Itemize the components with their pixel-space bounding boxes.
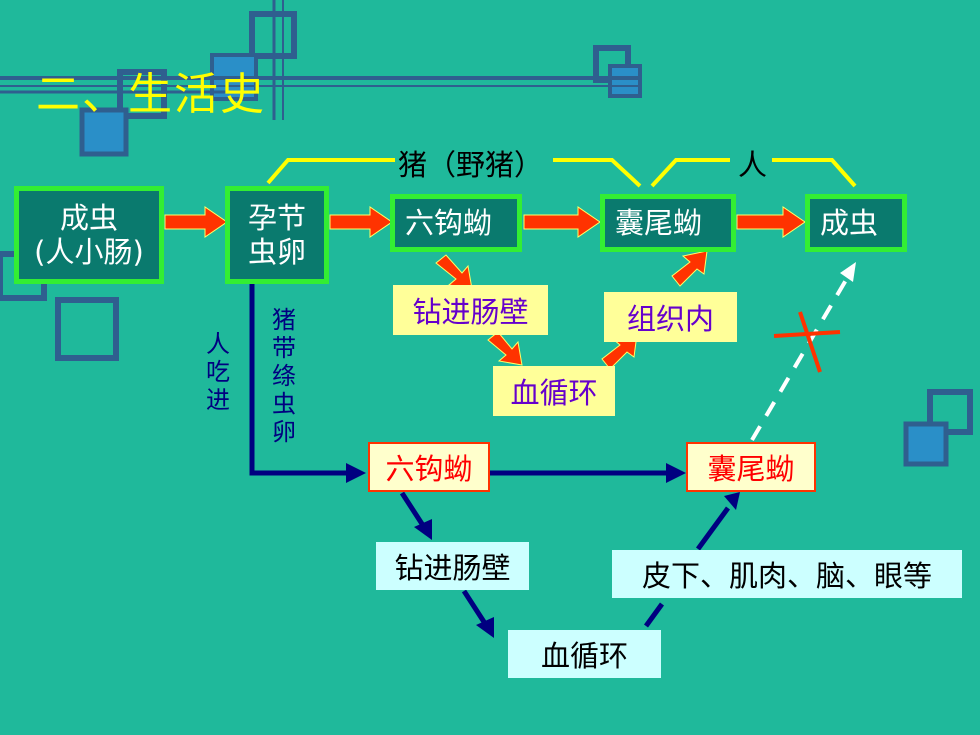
pork-tapeworm-eggs-label: 猪带绦虫卵 xyxy=(272,306,296,446)
human-path-arrowheads xyxy=(346,463,740,638)
tissue-box: 组织内 xyxy=(604,292,737,342)
arrow-to-circulation xyxy=(487,331,523,366)
gravid-egg-box: 孕节 虫卵 xyxy=(225,186,329,284)
human-penetrate-wall-box: 钻进肠壁 xyxy=(376,542,529,590)
arrow-egg-to-oncosphere xyxy=(329,206,393,238)
adult-worm-location: (人小肠) xyxy=(34,235,144,269)
penetrate-wall-box: 钻进肠壁 xyxy=(393,285,548,335)
host-pig-label: 猪（野猪） xyxy=(398,148,544,182)
host-brackets xyxy=(266,158,857,188)
gravid-segment-label: 孕节 xyxy=(247,201,306,235)
arrow-to-cysticercus-up xyxy=(671,250,708,287)
arrow-cysticercus-to-adult xyxy=(736,206,806,238)
adult-worm-box: 成虫 (人小肠) xyxy=(14,186,164,284)
arrow-oncosphere-to-cysticercus xyxy=(523,206,601,238)
human-eats-label: 人吃进 xyxy=(206,330,230,414)
decorative-squares xyxy=(0,11,973,467)
human-oncosphere-box: 六钩蚴 xyxy=(368,442,490,492)
egg-label: 虫卵 xyxy=(247,235,306,269)
cysticercus-box: 囊尾蚴 xyxy=(600,194,736,252)
blocked-path xyxy=(750,262,856,442)
slide-title: 二、生活史 xyxy=(36,69,266,120)
human-path-arrows xyxy=(249,284,731,628)
adult-worm-label: 成虫 xyxy=(59,201,118,235)
adult-human-box: 成虫 xyxy=(805,194,907,252)
human-cysticercus-box: 囊尾蚴 xyxy=(686,442,816,492)
host-human-label: 人 xyxy=(738,148,768,182)
decorative-lines xyxy=(0,0,640,120)
arrow-adult-to-egg xyxy=(164,206,228,238)
human-sites-box: 皮下、肌肉、脑、眼等 xyxy=(612,550,962,598)
human-circulation-box: 血循环 xyxy=(508,630,661,678)
oncosphere-box: 六钩蚴 xyxy=(390,194,522,252)
arrow-to-penetrate xyxy=(435,254,473,290)
main-chain-arrows xyxy=(164,206,806,370)
circulation-box: 血循环 xyxy=(493,366,615,416)
